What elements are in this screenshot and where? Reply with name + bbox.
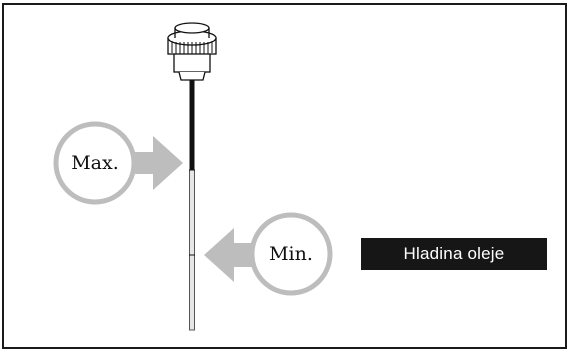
dipstick-rod — [189, 80, 195, 331]
oil-level-caption: Hladina oleje — [361, 238, 547, 270]
max-label: Max. — [71, 152, 119, 174]
min-label: Min. — [269, 243, 313, 265]
max-arrow-icon — [133, 136, 183, 190]
min-arrow-icon — [204, 228, 252, 282]
dipstick-cap — [167, 22, 217, 81]
